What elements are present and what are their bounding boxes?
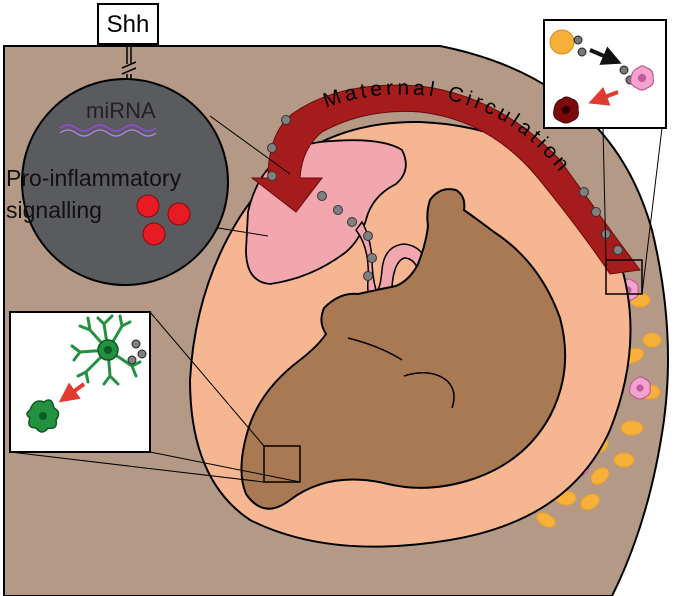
red-arrow-icon <box>58 382 86 403</box>
activated-microglia-icon <box>26 399 60 433</box>
red-arrow-icon <box>588 86 619 106</box>
mirna-strand <box>59 124 157 132</box>
immune-cell-icon <box>630 65 654 91</box>
fetus-limb-line <box>403 372 455 409</box>
signalling-label-line1: Pro-inflammatory <box>6 165 182 191</box>
vesicle-stream <box>267 115 623 281</box>
exosome-inset: miRNA Pro-inflammatory signalling <box>6 78 229 286</box>
immune-activation-inset <box>543 19 667 129</box>
exosome-source-cell-icon <box>549 29 575 55</box>
inflammatory-dots <box>136 194 191 246</box>
brain-zoom-box <box>263 445 301 483</box>
fetus-arm-line <box>347 337 403 361</box>
shh-label: Shh <box>107 11 150 38</box>
fetus <box>240 188 567 510</box>
shh-wire <box>121 44 137 84</box>
maternal-circulation-arrow <box>250 84 641 275</box>
activated-cell-icon <box>553 96 579 124</box>
mirna-label: miRNA <box>86 98 156 123</box>
shh-box: Shh <box>97 3 159 45</box>
microglia-inset <box>9 311 151 453</box>
black-arrow-icon <box>589 46 622 65</box>
decidua-zoom-box <box>605 259 643 295</box>
signalling-label-line2: signalling <box>6 197 102 223</box>
